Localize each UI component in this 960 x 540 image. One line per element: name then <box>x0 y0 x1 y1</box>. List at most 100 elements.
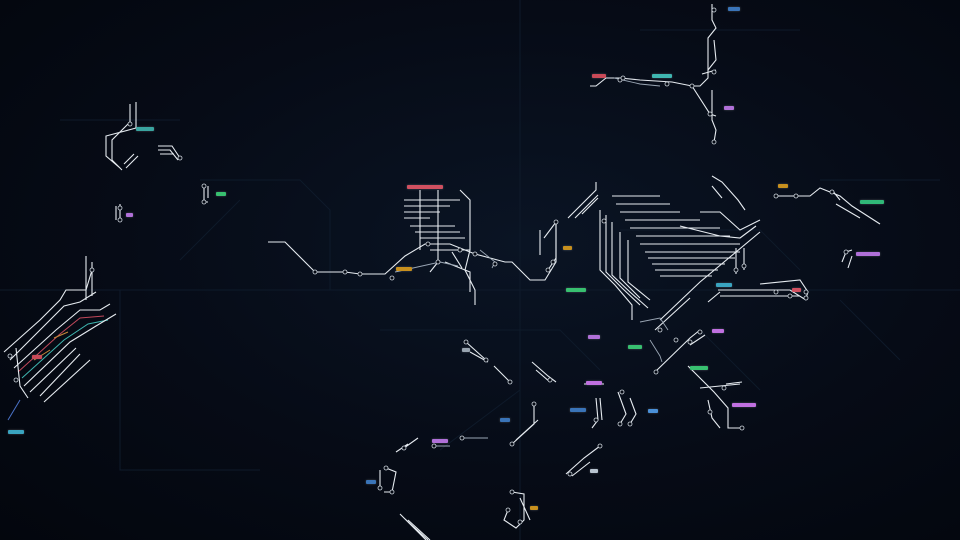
station-node[interactable] <box>545 267 551 273</box>
station-node[interactable] <box>517 519 523 525</box>
line-central-west[interactable] <box>268 189 557 305</box>
tag-south-white[interactable] <box>590 469 598 473</box>
station-node[interactable] <box>117 217 123 223</box>
tag-south-violet-2[interactable] <box>432 439 448 443</box>
station-node[interactable] <box>803 295 809 301</box>
station-node[interactable] <box>435 259 441 265</box>
tag-south-blue[interactable] <box>648 409 658 413</box>
station-node[interactable] <box>531 401 537 407</box>
station-node[interactable] <box>707 111 713 117</box>
station-node[interactable] <box>201 199 207 205</box>
station-node[interactable] <box>312 269 318 275</box>
station-node[interactable] <box>553 219 559 225</box>
station-node[interactable] <box>597 443 603 449</box>
station-node[interactable] <box>342 269 348 275</box>
tag-east-orange[interactable] <box>778 184 788 188</box>
tag-north-violet[interactable] <box>724 106 734 110</box>
tag-south-violet-3[interactable] <box>732 403 756 407</box>
station-node[interactable] <box>793 193 799 199</box>
station-node[interactable] <box>673 337 679 343</box>
tag-topright-blue[interactable] <box>728 7 740 11</box>
tag-hub-green[interactable] <box>628 345 642 349</box>
station-node[interactable] <box>567 471 573 477</box>
station-node[interactable] <box>550 259 556 265</box>
station-node[interactable] <box>741 263 747 269</box>
station-node[interactable] <box>627 421 633 427</box>
station-node[interactable] <box>829 189 835 195</box>
station-node[interactable] <box>507 379 513 385</box>
station-node[interactable] <box>117 205 123 211</box>
station-node[interactable] <box>547 377 553 383</box>
station-node[interactable] <box>509 441 515 447</box>
tag-south-violet[interactable] <box>586 381 602 385</box>
station-node[interactable] <box>697 329 703 335</box>
stations[interactable] <box>7 7 849 525</box>
station-node[interactable] <box>177 155 183 161</box>
station-node[interactable] <box>843 249 849 255</box>
station-node[interactable] <box>389 275 395 281</box>
station-node[interactable] <box>711 69 717 75</box>
tag-south-grey[interactable] <box>462 348 470 352</box>
station-node[interactable] <box>357 271 363 277</box>
station-node[interactable] <box>457 247 463 253</box>
station-node[interactable] <box>653 369 659 375</box>
station-node[interactable] <box>472 251 478 257</box>
line-central-hub[interactable] <box>567 175 809 373</box>
station-node[interactable] <box>383 465 389 471</box>
station-node[interactable] <box>707 409 713 415</box>
station-node[interactable] <box>459 435 465 441</box>
station-node[interactable] <box>389 489 395 495</box>
station-node[interactable] <box>657 327 663 333</box>
station-node[interactable] <box>509 489 515 495</box>
tag-farwest-red[interactable] <box>32 355 42 359</box>
station-node[interactable] <box>13 377 19 383</box>
tag-hub-teal[interactable] <box>716 283 732 287</box>
tag-central-orange[interactable] <box>396 267 412 271</box>
station-node[interactable] <box>492 261 498 267</box>
station-node[interactable] <box>425 241 431 247</box>
station-node[interactable] <box>687 339 693 345</box>
station-node[interactable] <box>617 421 623 427</box>
tag-south-green[interactable] <box>690 366 708 370</box>
tag-north-teal[interactable] <box>652 74 672 78</box>
station-node[interactable] <box>7 353 13 359</box>
station-node[interactable] <box>721 385 727 391</box>
station-node[interactable] <box>401 445 407 451</box>
station-node[interactable] <box>733 267 739 273</box>
tag-north-red[interactable] <box>592 74 606 78</box>
tag-east-green[interactable] <box>860 200 884 204</box>
station-node[interactable] <box>619 389 625 395</box>
station-node[interactable] <box>620 75 626 81</box>
station-node[interactable] <box>711 139 717 145</box>
station-node[interactable] <box>689 83 695 89</box>
tag-south-blue-3[interactable] <box>500 418 510 422</box>
tag-hub-red[interactable] <box>792 288 801 292</box>
station-node[interactable] <box>127 121 133 127</box>
station-node[interactable] <box>483 357 489 363</box>
tag-west-teal[interactable] <box>136 127 154 131</box>
station-node[interactable] <box>463 339 469 345</box>
tag-farwest-teal[interactable] <box>8 430 24 434</box>
tag-east-violet[interactable] <box>856 252 880 256</box>
station-node[interactable] <box>773 193 779 199</box>
tag-central-red[interactable] <box>407 185 443 189</box>
station-node[interactable] <box>593 417 599 423</box>
line-far-west[interactable] <box>3 256 117 421</box>
tag-west-green[interactable] <box>216 192 226 196</box>
tag-west-violet[interactable] <box>126 213 133 217</box>
station-node[interactable] <box>711 7 717 13</box>
station-node[interactable] <box>431 443 437 449</box>
tag-south-orange[interactable] <box>530 506 538 510</box>
station-node[interactable] <box>739 425 745 431</box>
tag-hub-violet-2[interactable] <box>712 329 724 333</box>
station-node[interactable] <box>787 293 793 299</box>
tag-central-green[interactable] <box>566 288 586 292</box>
tag-central-orange-2[interactable] <box>563 246 572 250</box>
station-node[interactable] <box>664 81 670 87</box>
tag-south-blue-2[interactable] <box>570 408 586 412</box>
tag-hub-violet[interactable] <box>588 335 600 339</box>
line-north[interactable] <box>590 4 717 143</box>
station-node[interactable] <box>377 485 383 491</box>
